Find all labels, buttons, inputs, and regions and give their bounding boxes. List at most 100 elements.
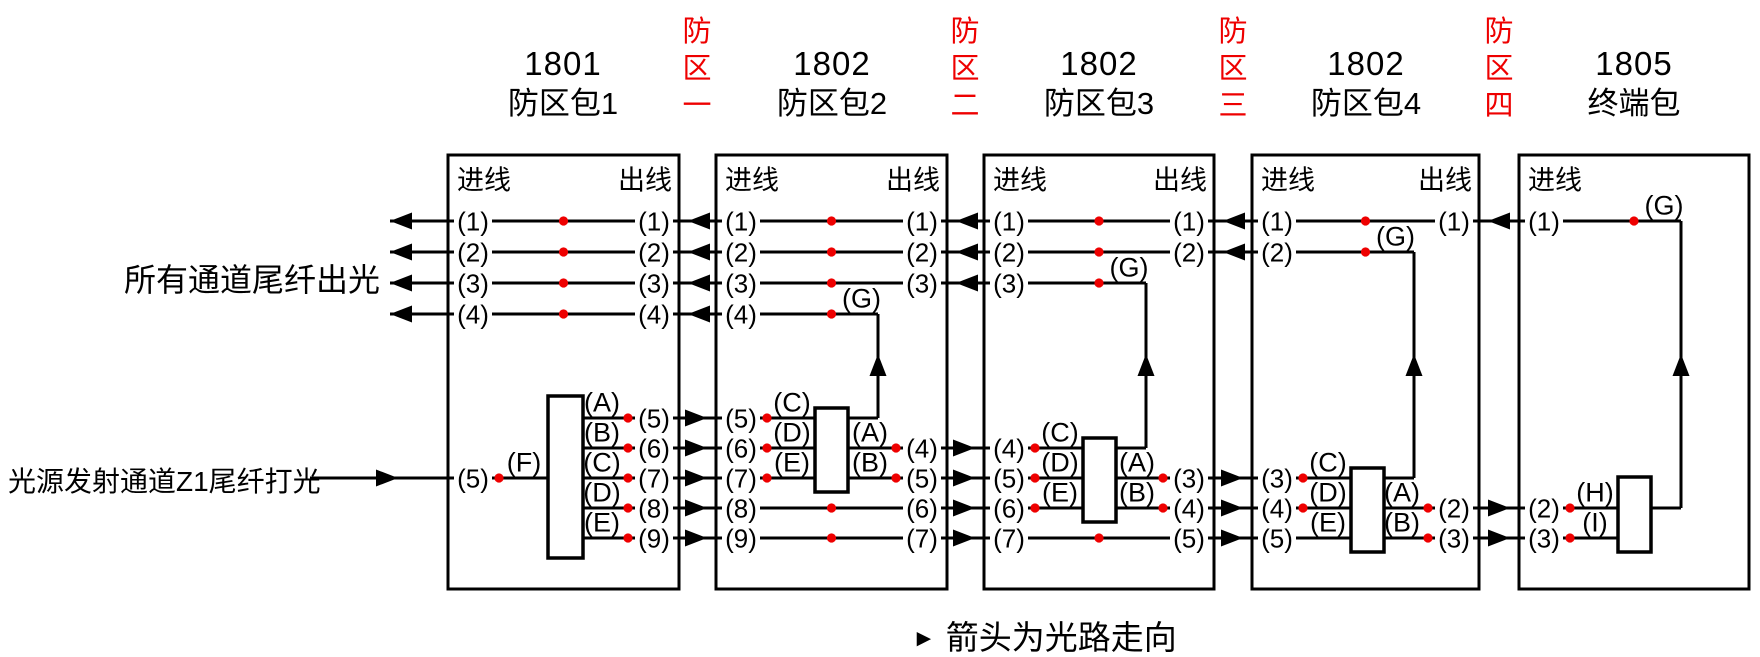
- zone-label-3: 防区三: [1218, 16, 1248, 122]
- fiber-letter-label: (D): [773, 418, 810, 448]
- box-header-3: 1802 防区包3: [989, 44, 1209, 124]
- port-label: (1): [1261, 206, 1293, 236]
- port-label: (1): [906, 206, 938, 236]
- splice-dot: [1094, 247, 1104, 257]
- arrowhead-right-icon: [953, 469, 975, 487]
- port-label: (4): [993, 433, 1025, 463]
- splice-dot: [494, 473, 504, 483]
- port-label: (4): [457, 299, 489, 329]
- port-label: (6): [638, 433, 670, 463]
- splice-dot: [1158, 503, 1168, 513]
- arrowhead-right-icon: [685, 469, 707, 487]
- splice-dot: [1360, 247, 1371, 257]
- port-label: (9): [725, 523, 757, 553]
- box-model: 1801: [524, 45, 602, 82]
- port-label: (9): [638, 523, 670, 553]
- arrowhead-up-icon: [869, 354, 887, 376]
- splice-dot: [623, 533, 633, 543]
- arrowhead-up-icon: [1137, 354, 1155, 376]
- port-label: (2): [906, 237, 938, 267]
- fiber-letter-label: (A): [1384, 478, 1420, 508]
- all-channels-output-label: 所有通道尾纤出光: [123, 262, 380, 298]
- arrow-legend-icon: ►: [912, 625, 936, 652]
- arrowhead-left-icon: [390, 274, 412, 292]
- arrowhead-left-icon: [688, 243, 710, 261]
- fiber-letter-label: (G): [1110, 253, 1149, 283]
- box-header-2: 1802 防区包2: [722, 44, 942, 124]
- splice-dot: [1423, 533, 1433, 543]
- fiber-letter-label: (C): [583, 448, 620, 478]
- arrowhead-right-icon: [685, 529, 707, 547]
- port-label: (8): [725, 493, 757, 523]
- port-label: (2): [993, 237, 1025, 267]
- arrowhead-left-icon: [956, 212, 978, 230]
- box-title: 防区包1: [507, 86, 619, 121]
- box-title: 防区包2: [776, 86, 888, 121]
- port-label: (3): [725, 268, 757, 298]
- fiber-letter-label: (H): [1576, 478, 1613, 508]
- light-source-input-label: 光源发射通道Z1尾纤打光: [8, 466, 321, 497]
- outlet-label: 出线: [886, 166, 940, 196]
- zone-package-box: [446, 153, 681, 591]
- splice-dot: [762, 473, 772, 483]
- port-label: (2): [1261, 237, 1293, 267]
- port-label: (4): [1261, 493, 1293, 523]
- legend-caption: ► 箭头为光路走向: [912, 611, 1177, 657]
- port-label: (8): [638, 493, 670, 523]
- fiber-letter-label: (C): [773, 388, 810, 418]
- splice-dot: [1565, 503, 1575, 513]
- zone-label-4: 防区四: [1484, 16, 1514, 122]
- arrowhead-right-icon: [685, 499, 707, 517]
- arrowhead-left-icon: [1223, 243, 1245, 261]
- fiber-letter-label: (B): [1119, 478, 1155, 508]
- port-label: (5): [993, 463, 1025, 493]
- outlet-label: 出线: [1418, 166, 1472, 196]
- splice-dot: [1629, 216, 1639, 226]
- splice-dot: [1094, 533, 1104, 543]
- box-header-5: 1805 终端包: [1524, 44, 1744, 124]
- fiber-letter-label: (G): [842, 284, 881, 314]
- fiber-letter-label: (B): [584, 418, 620, 448]
- fiber-letter-label: (F): [507, 448, 541, 478]
- port-label: (1): [638, 206, 670, 236]
- box-header-1: 1801 防区包1: [453, 44, 673, 124]
- arrowhead-left-icon: [1223, 212, 1245, 230]
- port-label: (7): [993, 523, 1025, 553]
- splice-dot: [1298, 473, 1308, 483]
- arrowhead-right-icon: [1488, 499, 1510, 517]
- port-label: (7): [725, 463, 757, 493]
- fiber-letter-label: (C): [1309, 448, 1346, 478]
- splitter-box: [546, 394, 585, 560]
- port-label: (3): [993, 268, 1025, 298]
- fiber-letter-label: (B): [852, 448, 888, 478]
- arrowhead-left-icon: [956, 243, 978, 261]
- outlet-label: 出线: [618, 166, 672, 196]
- port-label: (2): [1528, 493, 1560, 523]
- port-label: (3): [638, 268, 670, 298]
- arrowhead-right-icon: [685, 439, 707, 457]
- arrowhead-left-icon: [390, 212, 412, 230]
- legend-caption-text: 箭头为光路走向: [945, 619, 1177, 656]
- arrowhead-up-icon: [1405, 354, 1423, 376]
- port-label: (3): [457, 268, 489, 298]
- arrowhead-right-icon: [685, 409, 707, 427]
- port-label: (7): [638, 463, 670, 493]
- splice-dot: [1094, 216, 1104, 226]
- box-header-4: 1802 防区包4: [1256, 44, 1476, 124]
- inlet-label: 进线: [725, 166, 779, 196]
- splitter-box: [813, 406, 850, 494]
- splice-dot: [558, 278, 569, 288]
- inlet-label: 进线: [1528, 166, 1582, 196]
- fiber-letter-label: (D): [1041, 448, 1078, 478]
- splice-dot: [558, 216, 569, 226]
- fiber-letter-label: (E): [1310, 508, 1346, 538]
- port-label: (6): [993, 493, 1025, 523]
- splice-dot: [826, 247, 837, 257]
- fiber-letter-label: (E): [1042, 478, 1078, 508]
- zone-package-box: [982, 153, 1216, 591]
- port-label: (7): [906, 523, 938, 553]
- port-label: (1): [1438, 206, 1470, 236]
- fiber-letter-label: (D): [583, 478, 620, 508]
- port-label: (5): [1261, 523, 1293, 553]
